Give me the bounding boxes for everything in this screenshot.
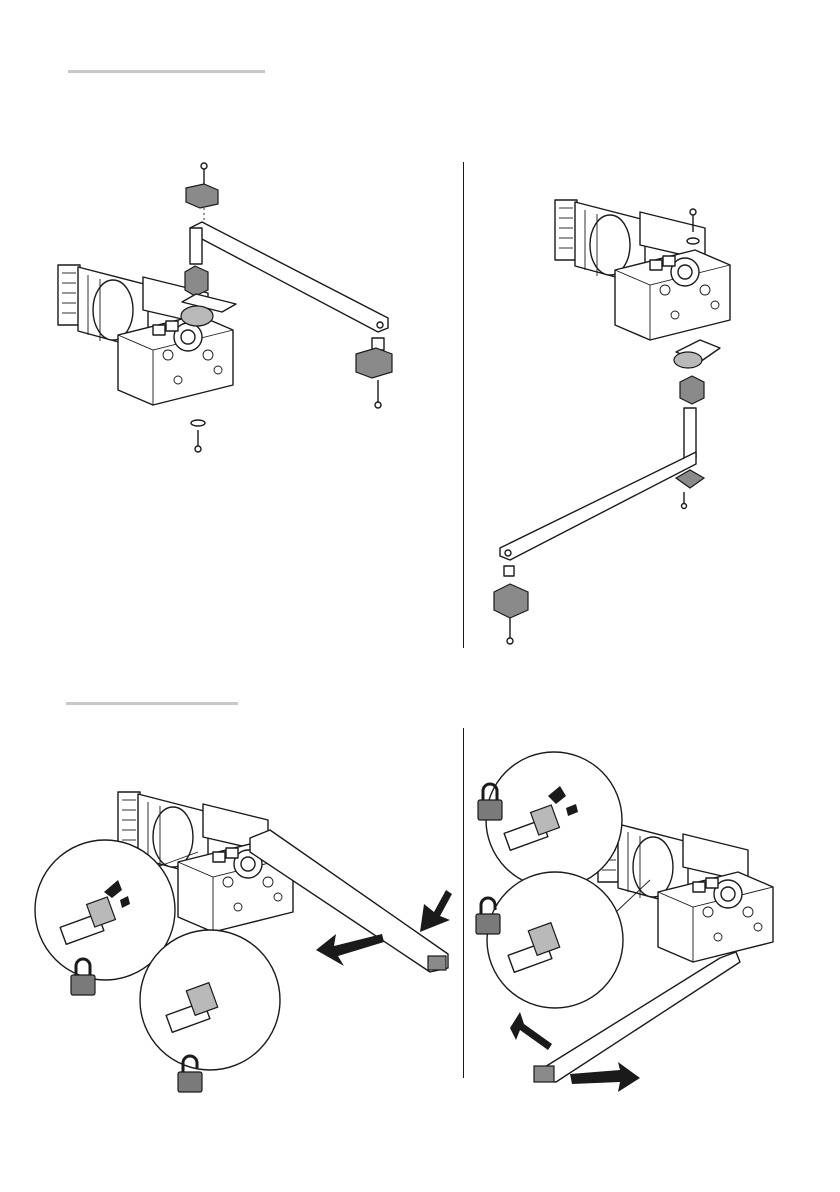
arm-part	[190, 222, 388, 332]
motor-unit-top-right	[555, 200, 730, 340]
motor-unit-bottom-right	[598, 822, 773, 962]
diagram-top-left	[58, 163, 392, 452]
bushing-part	[185, 266, 208, 296]
slider-block-part	[356, 348, 392, 378]
screw-icon	[201, 163, 207, 184]
padlock-open-icon	[476, 898, 500, 934]
diagram-bottom-left	[35, 792, 452, 1092]
cap-part	[186, 184, 218, 208]
diagram-bottom-right	[476, 752, 773, 1092]
arm-part-right	[500, 452, 696, 560]
diagram-top-right	[494, 200, 730, 644]
